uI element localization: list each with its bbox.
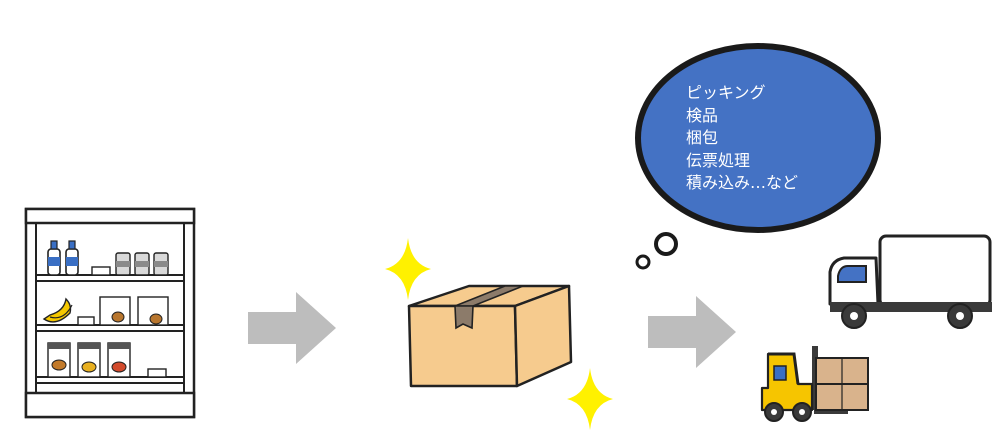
sparkle-icon-2	[567, 368, 613, 430]
thought-dot-large	[654, 232, 678, 256]
price-tag-2	[77, 316, 95, 326]
water-bottle-2	[65, 240, 79, 276]
can-3	[153, 252, 169, 276]
task-line-packing: 梱包	[686, 128, 719, 147]
sparkle-icon-1	[385, 238, 431, 300]
shelf-board-1	[35, 274, 185, 282]
shelf-illustration	[20, 205, 200, 425]
can-2	[134, 252, 150, 276]
food-pack-3	[107, 342, 131, 378]
water-bottle-1	[47, 240, 61, 276]
task-line-invoice: 伝票処理	[686, 150, 751, 170]
shelf-board-2	[35, 324, 185, 332]
food-pack-1	[47, 342, 71, 378]
task-line-loading: 積み込み…など	[686, 173, 799, 192]
price-tag-1	[91, 266, 111, 276]
thought-bubble-text: ピッキング 検品 梱包 伝票処理 積み込み…など	[686, 82, 798, 195]
forklift-illustration	[754, 340, 874, 424]
arrow-right-2	[648, 296, 738, 368]
snack-bag-1	[99, 296, 131, 326]
task-line-picking: ピッキング	[686, 83, 766, 102]
delivery-truck-illustration	[826, 232, 996, 332]
task-line-inspection: 検品	[686, 105, 719, 125]
thought-bubble-ellipse	[635, 43, 881, 233]
thought-dot-small	[635, 254, 651, 270]
price-tag-3	[147, 368, 167, 378]
can-1	[115, 252, 131, 276]
thought-bubble	[628, 36, 890, 276]
cardboard-box-illustration	[405, 282, 575, 390]
shelf-board-3	[35, 376, 185, 384]
snack-bag-2	[137, 296, 169, 326]
arrow-right-1	[248, 292, 338, 364]
food-pack-2	[77, 342, 101, 378]
bananas	[42, 297, 73, 323]
